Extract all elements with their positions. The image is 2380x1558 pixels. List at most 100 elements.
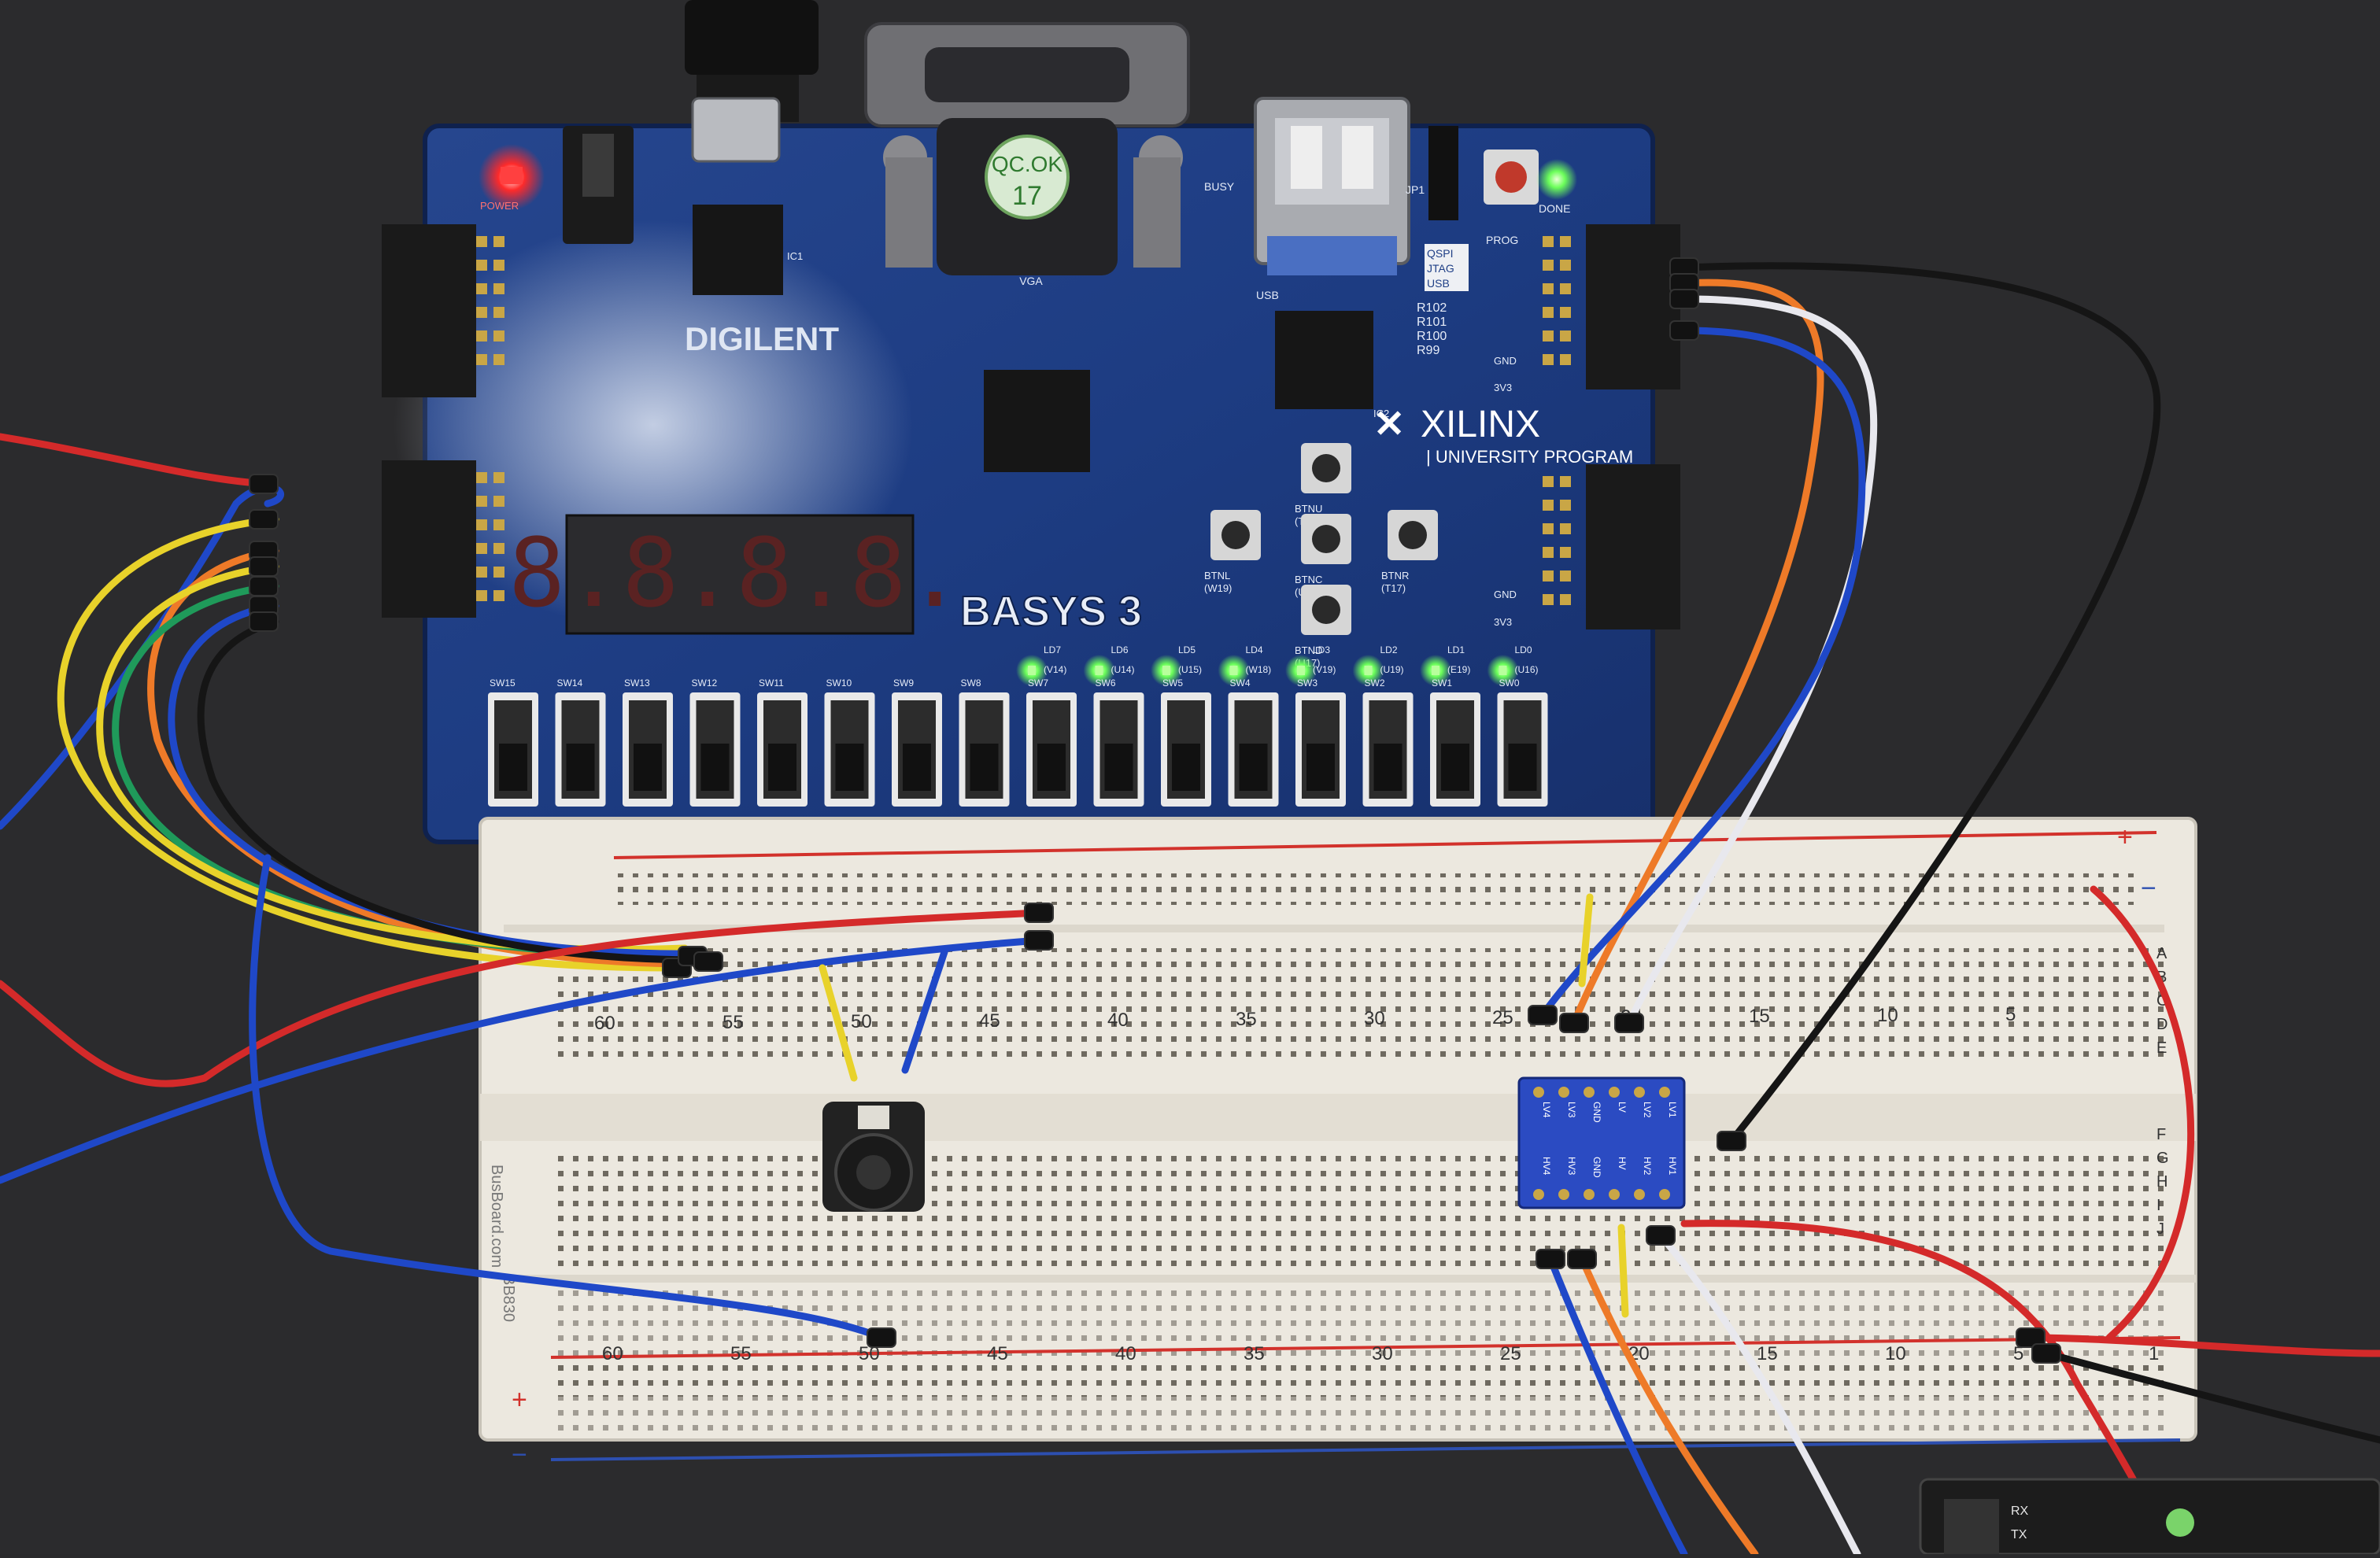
busy-label: BUSY: [1204, 180, 1235, 193]
pmod-pin: [493, 307, 504, 318]
pmod-pin: [476, 543, 487, 554]
pmod-pin: [493, 519, 504, 530]
prog-label: PROG: [1486, 234, 1518, 246]
qc-sticker-line1: QC.OK: [992, 152, 1063, 176]
level-shifter-bottom-label: HV2: [1642, 1157, 1653, 1176]
qc-sticker-line2: 17: [1012, 181, 1042, 211]
switch-toggle: [700, 744, 730, 791]
bottom-rail-red-line: [550, 1336, 2181, 1359]
pmod-pin: [1560, 570, 1571, 581]
level-shifter-pin: [1634, 1087, 1645, 1098]
pmod-pins: [476, 236, 1571, 605]
led-name: LD1: [1447, 644, 1465, 655]
pmod-pin: [476, 307, 487, 318]
pmod-pin: [493, 354, 504, 365]
wire-blue-jb: [1539, 327, 1866, 1019]
wire-red-left-long: [0, 909, 1043, 1087]
pmod-pin: [1560, 236, 1571, 247]
pmod-pin: [1543, 354, 1554, 365]
push-button-name: BTNC: [1295, 574, 1322, 585]
switch-toggle: [903, 744, 931, 791]
power-label: POWER: [480, 200, 519, 212]
pmod-pin: [476, 236, 487, 247]
pmod-pin: [1560, 307, 1571, 318]
level-shifter-pin: [1584, 1189, 1595, 1200]
wire-plug: [1567, 1249, 1597, 1269]
wire-blue-left-long: [0, 936, 1043, 1184]
pmod-pin: [493, 236, 504, 247]
led-name: LD6: [1111, 644, 1129, 655]
pmod-pin: [476, 472, 487, 483]
wire-plug: [249, 474, 279, 494]
level-shifter-pin: [1609, 1087, 1620, 1098]
bb-bottom-number: 5: [2013, 1343, 2023, 1364]
push-buttons: BTNU(T18)BTNL(W19)BTNC(U18)BTNR(T17)BTND…: [1204, 443, 1438, 669]
led-pin: (E19): [1447, 664, 1470, 675]
switch-label: SW11: [759, 677, 784, 689]
bb-top-number: 15: [1749, 1006, 1770, 1027]
pmod-pin: [1560, 500, 1571, 511]
wire-red-out: [2027, 1334, 2380, 1357]
resistor-label-r102: R102: [1417, 301, 1447, 315]
led-pin: (U16): [1515, 664, 1539, 675]
usb-hid-chip: [1275, 311, 1373, 409]
led-ld7: [1028, 666, 1036, 675]
level-shifter-bottom-label: HV1: [1667, 1157, 1678, 1176]
pmod-ja: [382, 224, 476, 397]
push-button-cap: [1399, 521, 1427, 549]
switch-toggle: [1373, 744, 1402, 791]
bb-top-number: 10: [1877, 1005, 1898, 1026]
wire-yellow-short: [1578, 893, 1594, 988]
rail-minus-bottom: −: [512, 1440, 527, 1470]
bb-bottom-number: 30: [1372, 1343, 1393, 1364]
switch-label: SW15: [490, 677, 516, 689]
pmod-pin: [1543, 330, 1554, 342]
qc-sticker: [985, 135, 1070, 220]
wire-plug: [249, 611, 279, 632]
level-shifter-pin: [1533, 1087, 1544, 1098]
led-name: LD3: [1313, 644, 1330, 655]
usb-uart-chip: [693, 205, 783, 295]
bb-row-letter: F: [2156, 1126, 2166, 1143]
bb-row-letter: E: [2156, 1039, 2167, 1057]
pmod-pin: [476, 283, 487, 294]
resistor-label-r101: R101: [1417, 316, 1447, 329]
rail-plus-bottom: +: [512, 1385, 527, 1415]
wire-black-out: [2042, 1349, 2380, 1444]
basys3-board: QC.OK 17 VGA USB BUSY POWER IC1 IC2: [382, 22, 1680, 844]
wire-plug: [1669, 289, 1699, 309]
pmod-pin: [476, 519, 487, 530]
potentiometer: [822, 1102, 925, 1212]
switch-toggle: [1441, 744, 1469, 791]
vga-label: VGA: [1019, 275, 1043, 287]
switch-toggle: [1239, 744, 1268, 791]
bb-row-letter: J: [2156, 1220, 2164, 1238]
pmod-pin: [1560, 354, 1571, 365]
bb-bottom-number: 15: [1757, 1343, 1778, 1364]
wire-plug: [693, 951, 723, 972]
usb-label: USB: [1256, 289, 1279, 301]
rail-minus-top: −: [2141, 873, 2156, 903]
jb-gnd-label: GND: [1494, 355, 1517, 367]
bb-top-number: 35: [1236, 1009, 1257, 1030]
wire-plug: [1024, 930, 1054, 951]
push-button-cap: [1312, 454, 1340, 482]
bb-bottom-number: 1: [2149, 1343, 2159, 1364]
led-pin: (U15): [1178, 664, 1202, 675]
level-shifter-pin: [1659, 1087, 1670, 1098]
level-shifter-bottom-label: HV4: [1541, 1157, 1552, 1176]
pmod-jxadc: [382, 460, 476, 618]
pmod-pin: [493, 472, 504, 483]
switch-label: SW3: [1297, 677, 1318, 689]
pmod-pin: [1543, 307, 1554, 318]
wire-plug: [1669, 320, 1699, 341]
pmod-pin: [1543, 570, 1554, 581]
top-rail-red-line: [613, 831, 2157, 859]
pmod-pin: [493, 330, 504, 342]
sensor-module: RX TX: [1919, 1478, 2380, 1556]
bb-top-number: 55: [722, 1012, 744, 1033]
level-shifter-bottom-label: GND: [1591, 1157, 1602, 1178]
svg-text:✕: ✕: [1373, 404, 1405, 445]
led-ld6: [1095, 666, 1103, 675]
push-button-cap: [1312, 596, 1340, 624]
